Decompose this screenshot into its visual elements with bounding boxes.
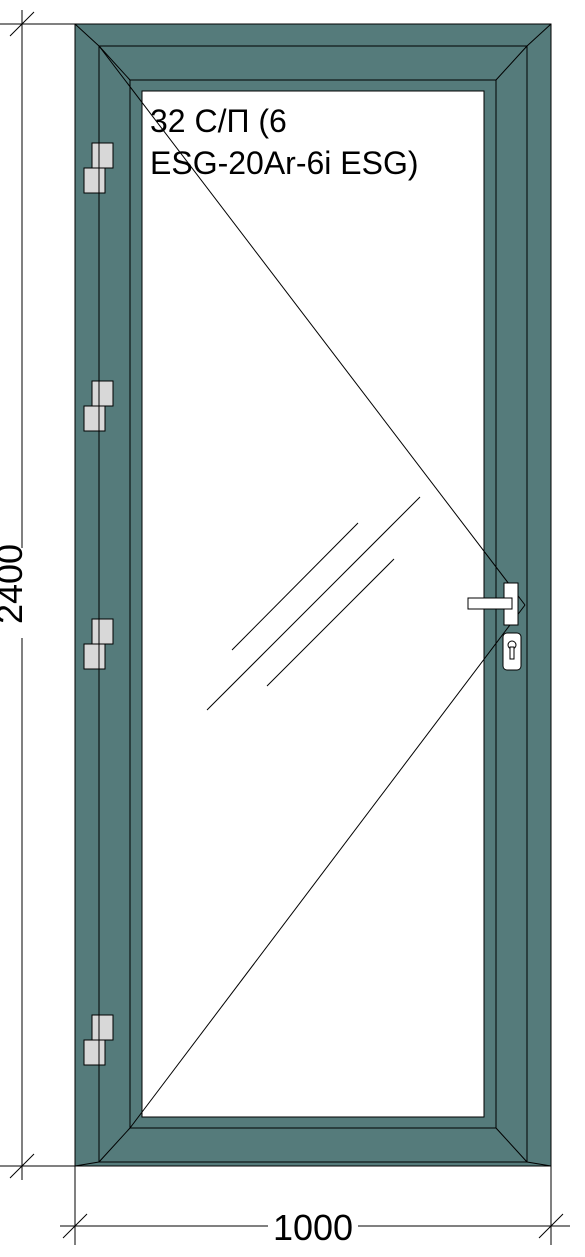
hinge — [83, 142, 114, 194]
width-dimension-label: 1000 — [273, 1207, 353, 1248]
glass-pane — [141, 90, 485, 1118]
glass-reflection-line — [206, 496, 421, 711]
width-dimension: 1000 — [60, 1166, 570, 1248]
hinge — [83, 380, 114, 432]
glass-reflection-line — [231, 522, 359, 651]
hinge — [83, 618, 114, 670]
glass-reflection-line — [266, 558, 395, 687]
opening-direction-lines — [98, 45, 526, 1129]
glass-spec-line-2: ESG-20Ar-6i ESG) — [150, 145, 419, 181]
lever-handle-icon — [467, 582, 519, 626]
height-dimension-label: 2400 — [0, 544, 30, 624]
hinge — [83, 1014, 114, 1066]
height-dimension: 2400 — [0, 10, 75, 1180]
glass-spec-line-1: 32 С/П (6 — [150, 103, 287, 139]
euro-cylinder-lock-icon — [502, 632, 522, 671]
